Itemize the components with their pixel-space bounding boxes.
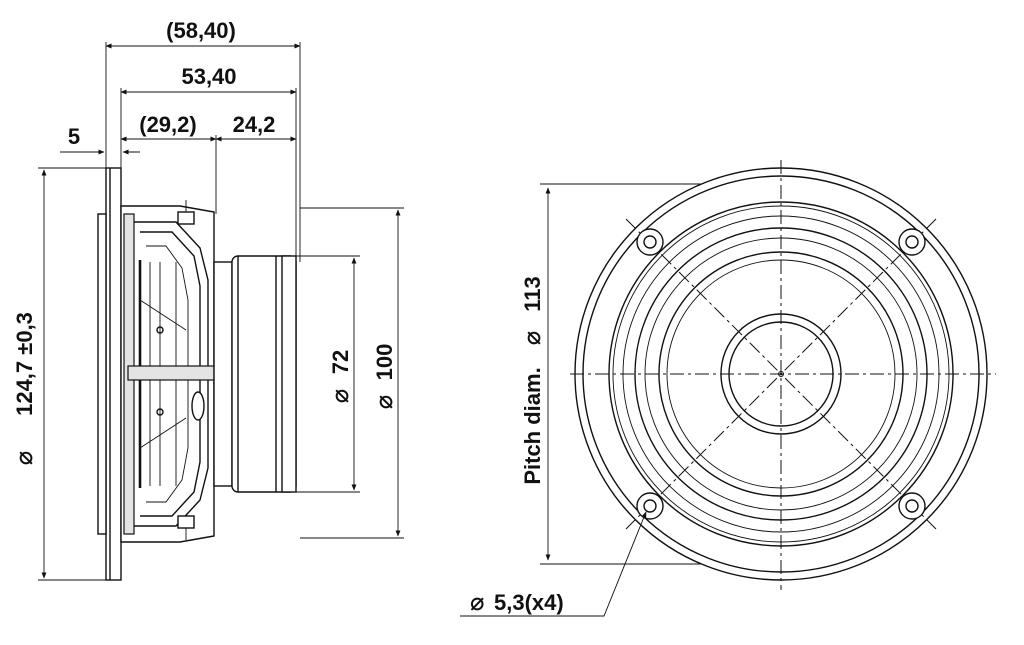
- hole-leader-line: [460, 511, 647, 617]
- frame-flange: [97, 167, 122, 581]
- magnet-diameter-label: 72: [328, 350, 353, 374]
- magnet-diameter-group: ⌀ 72: [327, 350, 354, 403]
- hole-diameter-label: 5,3(x4): [494, 590, 564, 615]
- pitch-diameter-text: Pitch diam.: [520, 367, 545, 484]
- side-view: [38, 42, 404, 581]
- diameter-symbol-frame: ⌀: [11, 451, 38, 465]
- front-view: [460, 160, 996, 617]
- mounting-hole-bottom-left: [636, 492, 664, 520]
- magnet-depth-label: 24,2: [233, 112, 276, 137]
- pot-diameter-label: 100: [372, 344, 397, 381]
- overall-depth-label: (58,40): [166, 18, 236, 43]
- diameter-symbol-pitch: ⌀: [519, 331, 546, 345]
- mounting-hole-top-right: [898, 228, 926, 256]
- depth-label: 53,40: [181, 64, 236, 89]
- mounting-hole-bottom-right: [898, 492, 926, 520]
- diameter-symbol-magnet: ⌀: [327, 389, 354, 403]
- frame-diameter-group: ⌀ 124,7 ±0,3: [11, 312, 38, 465]
- diameter-symbol-pot: ⌀: [371, 395, 398, 409]
- motor-magnet: [213, 255, 297, 493]
- mounting-hole-top-left: [636, 228, 664, 256]
- side-dimension-lines: [38, 42, 404, 581]
- pitch-diameter-group: Pitch diam. ⌀ 113: [519, 276, 546, 484]
- frame-diameter-label: 124,7 ±0,3: [12, 312, 37, 416]
- diameter-symbol-hole: ⌀: [470, 589, 484, 616]
- basket-body: [120, 200, 215, 543]
- labels: (58,40) 53,40 (29,2) 24,2 5 ⌀ 124,7 ±0,3…: [11, 18, 564, 616]
- pot-diameter-group: ⌀ 100: [371, 344, 398, 410]
- pitch-diameter-value: 113: [520, 276, 545, 312]
- cone-depth-label: (29,2): [139, 112, 196, 137]
- flange-thickness-label: 5: [68, 124, 80, 149]
